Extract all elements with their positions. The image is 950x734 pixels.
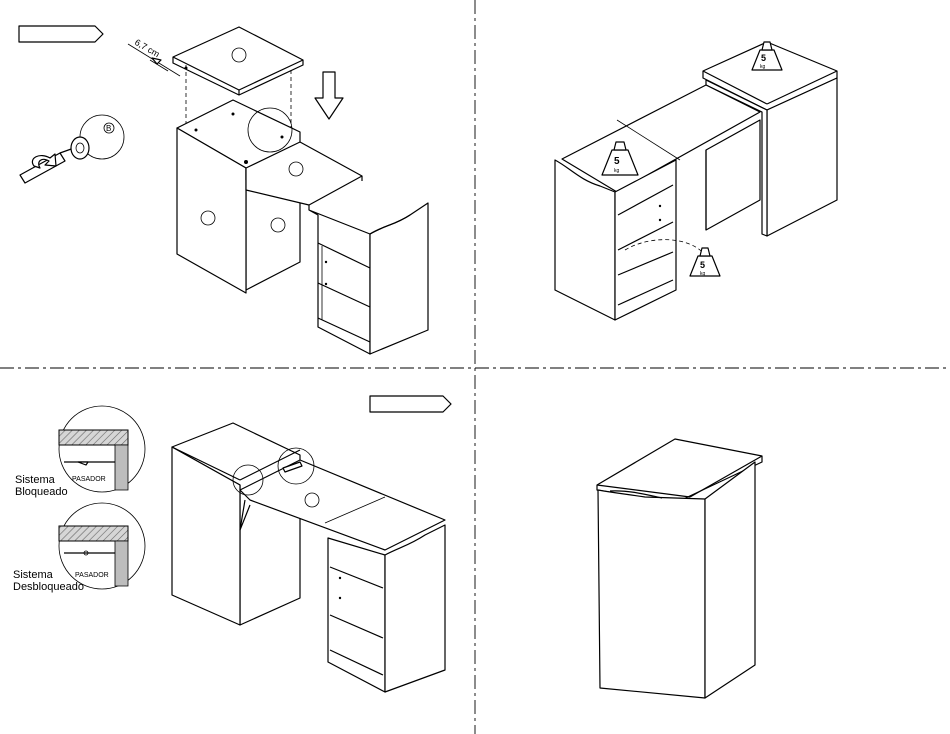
weight-value: 5 xyxy=(761,53,766,63)
weight-lower: 5 kg xyxy=(690,248,720,277)
screwdriver-detail: B xyxy=(20,115,124,183)
weight-unit: kg xyxy=(760,64,766,70)
locked-pin-label: PASADOR xyxy=(72,476,106,483)
step3-arrow-tag xyxy=(370,396,451,412)
locked-title-line1: Sistema xyxy=(15,474,56,486)
weight-value: 5 xyxy=(700,260,705,270)
locked-title-line2: Bloqueado xyxy=(15,486,68,498)
step2-panel: 5 kg 5 kg 5 kg xyxy=(555,42,837,320)
step4-panel xyxy=(597,439,762,698)
unlocked-detail: PASADOR Sistema Desbloqueado xyxy=(13,503,145,593)
step1-arrow-tag xyxy=(19,26,103,42)
down-arrow xyxy=(315,72,343,119)
step3-panel: PASADOR Sistema Bloqueado PASADOR Sistem… xyxy=(13,396,451,692)
top-board xyxy=(173,27,303,95)
weight-unit: kg xyxy=(614,168,620,174)
side-shelf-unit xyxy=(309,203,428,354)
desk-assembly xyxy=(172,423,445,692)
unlocked-title-line1: Sistema xyxy=(13,569,54,581)
locked-detail: PASADOR Sistema Bloqueado xyxy=(15,406,145,498)
step1-panel: 6,7 cm xyxy=(19,26,428,354)
measurement-annotation: 6,7 cm xyxy=(128,37,180,76)
unlocked-pin-label: PASADOR xyxy=(75,572,109,579)
weight-unit: kg xyxy=(700,271,706,277)
screw-label: B xyxy=(106,124,111,133)
weight-value: 5 xyxy=(614,156,620,167)
unlocked-title-line2: Desbloqueado xyxy=(13,581,84,593)
closed-cabinet xyxy=(597,439,762,698)
